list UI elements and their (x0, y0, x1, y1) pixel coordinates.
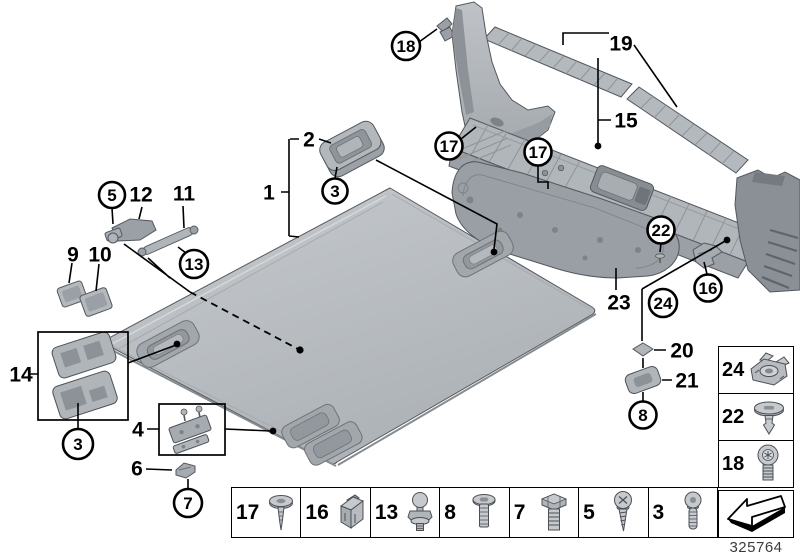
svg-text:5: 5 (107, 186, 116, 205)
legend-cell-13[interactable]: 13 (371, 488, 441, 537)
legend-cell-7[interactable]: 7 (510, 488, 580, 537)
expanding-rivet-icon (744, 397, 793, 437)
sidebar-cell-22[interactable]: 22 (719, 394, 793, 441)
callout-8[interactable]: 8 (628, 400, 658, 430)
fastener-legend: 17 16 13 (231, 487, 718, 538)
sidebar-cell-24[interactable]: 24 (719, 347, 793, 394)
blind-rivet-icon (262, 490, 300, 536)
svg-text:17: 17 (529, 143, 548, 162)
drawing-number: 325764 (729, 539, 783, 556)
label-23[interactable]: 23 (607, 292, 630, 315)
sill-latch (589, 165, 655, 211)
cage-nut-icon (744, 350, 793, 390)
callout-18[interactable]: 18 (390, 30, 422, 62)
sill-tread-strips (483, 26, 749, 174)
label-19[interactable]: 19 (609, 33, 632, 56)
flap-and-strut-parts (104, 218, 199, 257)
legend-cell-16[interactable]: 16 (301, 488, 371, 537)
label-12[interactable]: 12 (129, 184, 152, 207)
floor-panel-handle-bottom (281, 403, 363, 466)
clip-nut-icon (331, 490, 369, 536)
right-corner-trim (734, 169, 800, 293)
callout-16[interactable]: 16 (693, 273, 723, 303)
countersunk-rivet-icon (460, 490, 508, 536)
callout-13[interactable]: 13 (178, 248, 210, 280)
direction-arrow-box[interactable] (718, 490, 794, 538)
pan-head-screw-icon (599, 490, 647, 536)
label-11[interactable]: 11 (173, 183, 196, 206)
svg-text:18: 18 (397, 37, 416, 56)
bracket-kit-parts (168, 405, 212, 454)
legend-cell-17[interactable]: 17 (232, 488, 302, 537)
callout-3-left[interactable]: 3 (61, 427, 95, 461)
svg-text:13: 13 (185, 255, 204, 274)
label-6[interactable]: 6 (131, 458, 143, 481)
clip-part-6 (175, 462, 196, 479)
expanding-rivet-small (655, 253, 665, 263)
callout-5[interactable]: 5 (97, 180, 127, 210)
label-10[interactable]: 10 (88, 244, 111, 267)
legend-cell-3[interactable]: 3 (649, 488, 717, 537)
svg-text:16: 16 (699, 279, 718, 298)
tray-part-21 (624, 365, 662, 395)
label-20[interactable]: 20 (670, 340, 693, 363)
rubber-pads (56, 280, 113, 317)
hatch-cover (319, 120, 385, 178)
legend-cell-5[interactable]: 5 (579, 488, 649, 537)
label-15[interactable]: 15 (614, 110, 638, 133)
callout-7[interactable]: 7 (172, 487, 204, 519)
callout-17-left[interactable]: 17 (434, 131, 464, 161)
torx-screw-icon (744, 444, 793, 484)
leader-lines (30, 28, 731, 489)
floor-panel-handle-right (452, 230, 514, 278)
label-4[interactable]: 4 (132, 419, 144, 442)
label-21[interactable]: 21 (675, 370, 699, 393)
label-2[interactable]: 2 (303, 129, 315, 152)
callout-3-top[interactable]: 3 (321, 177, 349, 205)
svg-text:8: 8 (638, 406, 647, 425)
label-14[interactable]: 14 (9, 364, 33, 387)
callout-17-mid[interactable]: 17 (523, 137, 553, 167)
svg-text:22: 22 (652, 221, 671, 240)
group-box-14 (37, 331, 129, 421)
label-9[interactable]: 9 (67, 244, 79, 267)
svg-text:3: 3 (330, 182, 339, 201)
round-head-screw-icon (669, 490, 717, 536)
svg-text:24: 24 (654, 294, 673, 313)
svg-text:3: 3 (73, 435, 82, 454)
callout-24[interactable]: 24 (647, 287, 679, 319)
svg-text:17: 17 (440, 137, 459, 156)
pad-part-20 (632, 342, 654, 357)
hex-bolt-icon (530, 490, 578, 536)
ball-pin-icon (401, 490, 439, 536)
legend-cell-8[interactable]: 8 (440, 488, 510, 537)
sidebar-cell-18[interactable]: 18 (719, 441, 793, 487)
trunk-floor-panel (104, 187, 597, 467)
direction-arrow-icon (722, 490, 790, 539)
handle-frame-parts (51, 331, 118, 420)
fastener-sidebar: 24 22 18 (718, 346, 794, 488)
callout-22[interactable]: 22 (646, 215, 676, 245)
label-1[interactable]: 1 (263, 182, 275, 205)
svg-text:7: 7 (183, 494, 192, 513)
